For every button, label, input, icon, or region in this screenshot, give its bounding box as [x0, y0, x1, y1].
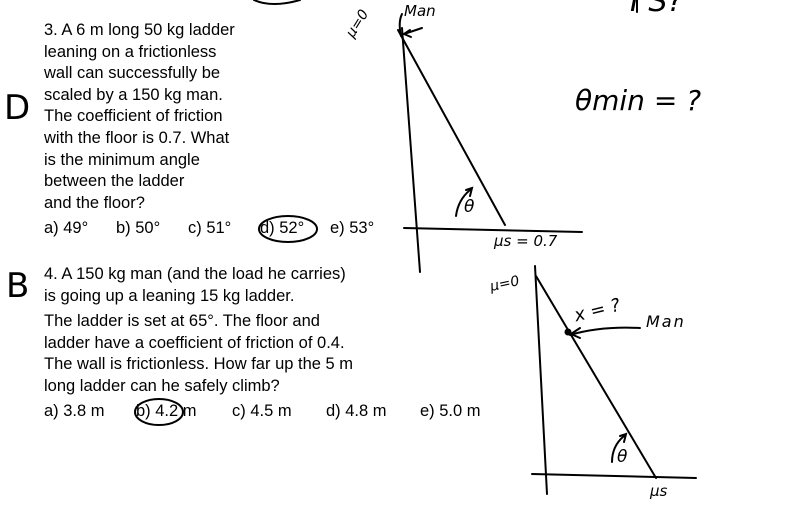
q3-man-bracket [398, 13, 403, 37]
q3-line: scaled by a 150 kg man. [44, 85, 223, 104]
q3-line: is the minimum angle [44, 150, 200, 169]
q3-man-label: Man [404, 2, 436, 20]
q3-wall-line [401, 27, 421, 273]
q4-choice-e: e) 5.0 m [420, 402, 481, 420]
q4-angle-arrowhead [619, 432, 628, 443]
q3-angle-arc [455, 189, 471, 217]
q3-unknown-label: θmin = ? [575, 84, 702, 117]
q3-margin-answer: D [4, 88, 31, 128]
q3-line: The coefficient of friction [44, 107, 223, 126]
q4-angle-arc [611, 435, 625, 463]
q4-line: The ladder is set at 65°. The floor and [44, 312, 320, 331]
q3-man-arrowhead [403, 29, 412, 38]
q3-ladder-line [397, 29, 506, 226]
q3-theta-label: θ [464, 197, 475, 217]
q4-line: 4. A 150 kg man (and the load he carries… [44, 265, 346, 283]
q3-choice-c: c) 51° [188, 219, 232, 237]
q3-answer-circle [258, 215, 318, 243]
q4-man-label: Man [646, 312, 686, 331]
q4-line: The wall is frictionless. How far up the… [44, 355, 354, 374]
q4-choice-d: d) 4.8 m [326, 402, 387, 420]
q3-question-text: 3. A 6 m long 50 kg ladder leaning on a … [44, 20, 235, 214]
q3-line: wall can successfully be [44, 64, 221, 83]
q4-man-position-dot [564, 328, 572, 336]
q4-floor-line [531, 473, 697, 479]
q4-line: long ladder can he safely climb? [44, 376, 280, 395]
q4-floor-mu-label: μs [650, 482, 668, 500]
q3-choice-a: a) 49° [44, 219, 89, 237]
q3-choice-e: e) 53° [330, 219, 375, 237]
q4-answer-circle [134, 398, 184, 426]
q4-margin-answer: B [6, 266, 30, 306]
q3-floor-line [403, 227, 583, 233]
q3-angle-arrowhead [465, 186, 474, 197]
q3-line: with the floor is 0.7. What [44, 128, 230, 147]
q4-choice-c: c) 4.5 m [232, 402, 292, 420]
q4-line: is going up a leaning 15 kg ladder. [44, 286, 295, 305]
q3-line: and the floor? [44, 193, 145, 212]
q3-floor-mu-label: μs = 0.7 [494, 232, 558, 250]
q4-wall-line [534, 265, 548, 495]
corner-scribble: I S? [630, 0, 684, 19]
top-scribble-arc [253, 0, 301, 5]
q4-ladder-line [535, 275, 657, 479]
q3-choice-d: d) 52° [260, 219, 305, 237]
q4-man-pointer-arrowhead [570, 327, 581, 339]
q4-choice-b: b) 4.2 m [136, 402, 197, 420]
q3-line: leaning on a frictionless [44, 42, 217, 61]
q3-choice-b: b) 50° [116, 219, 161, 237]
q3-line: between the ladder [44, 172, 185, 191]
q3-line: 3. A 6 m long 50 kg ladder [44, 21, 235, 39]
q4-choice-a: a) 3.8 m [44, 402, 105, 420]
q4-theta-label: θ [617, 447, 628, 467]
q4-line: ladder have a coefficient of friction of… [44, 333, 345, 352]
q4-question-text: 4. A 150 kg man (and the load he carries… [44, 264, 353, 398]
q4-choices: a) 3.8 m b) 4.2 m c) 4.5 m d) 4.8 m e) 5… [44, 402, 494, 424]
q4-man-pointer [569, 326, 641, 336]
q3-choices: a) 49° b) 50° c) 51° d) 52° e) 53° [44, 219, 394, 241]
